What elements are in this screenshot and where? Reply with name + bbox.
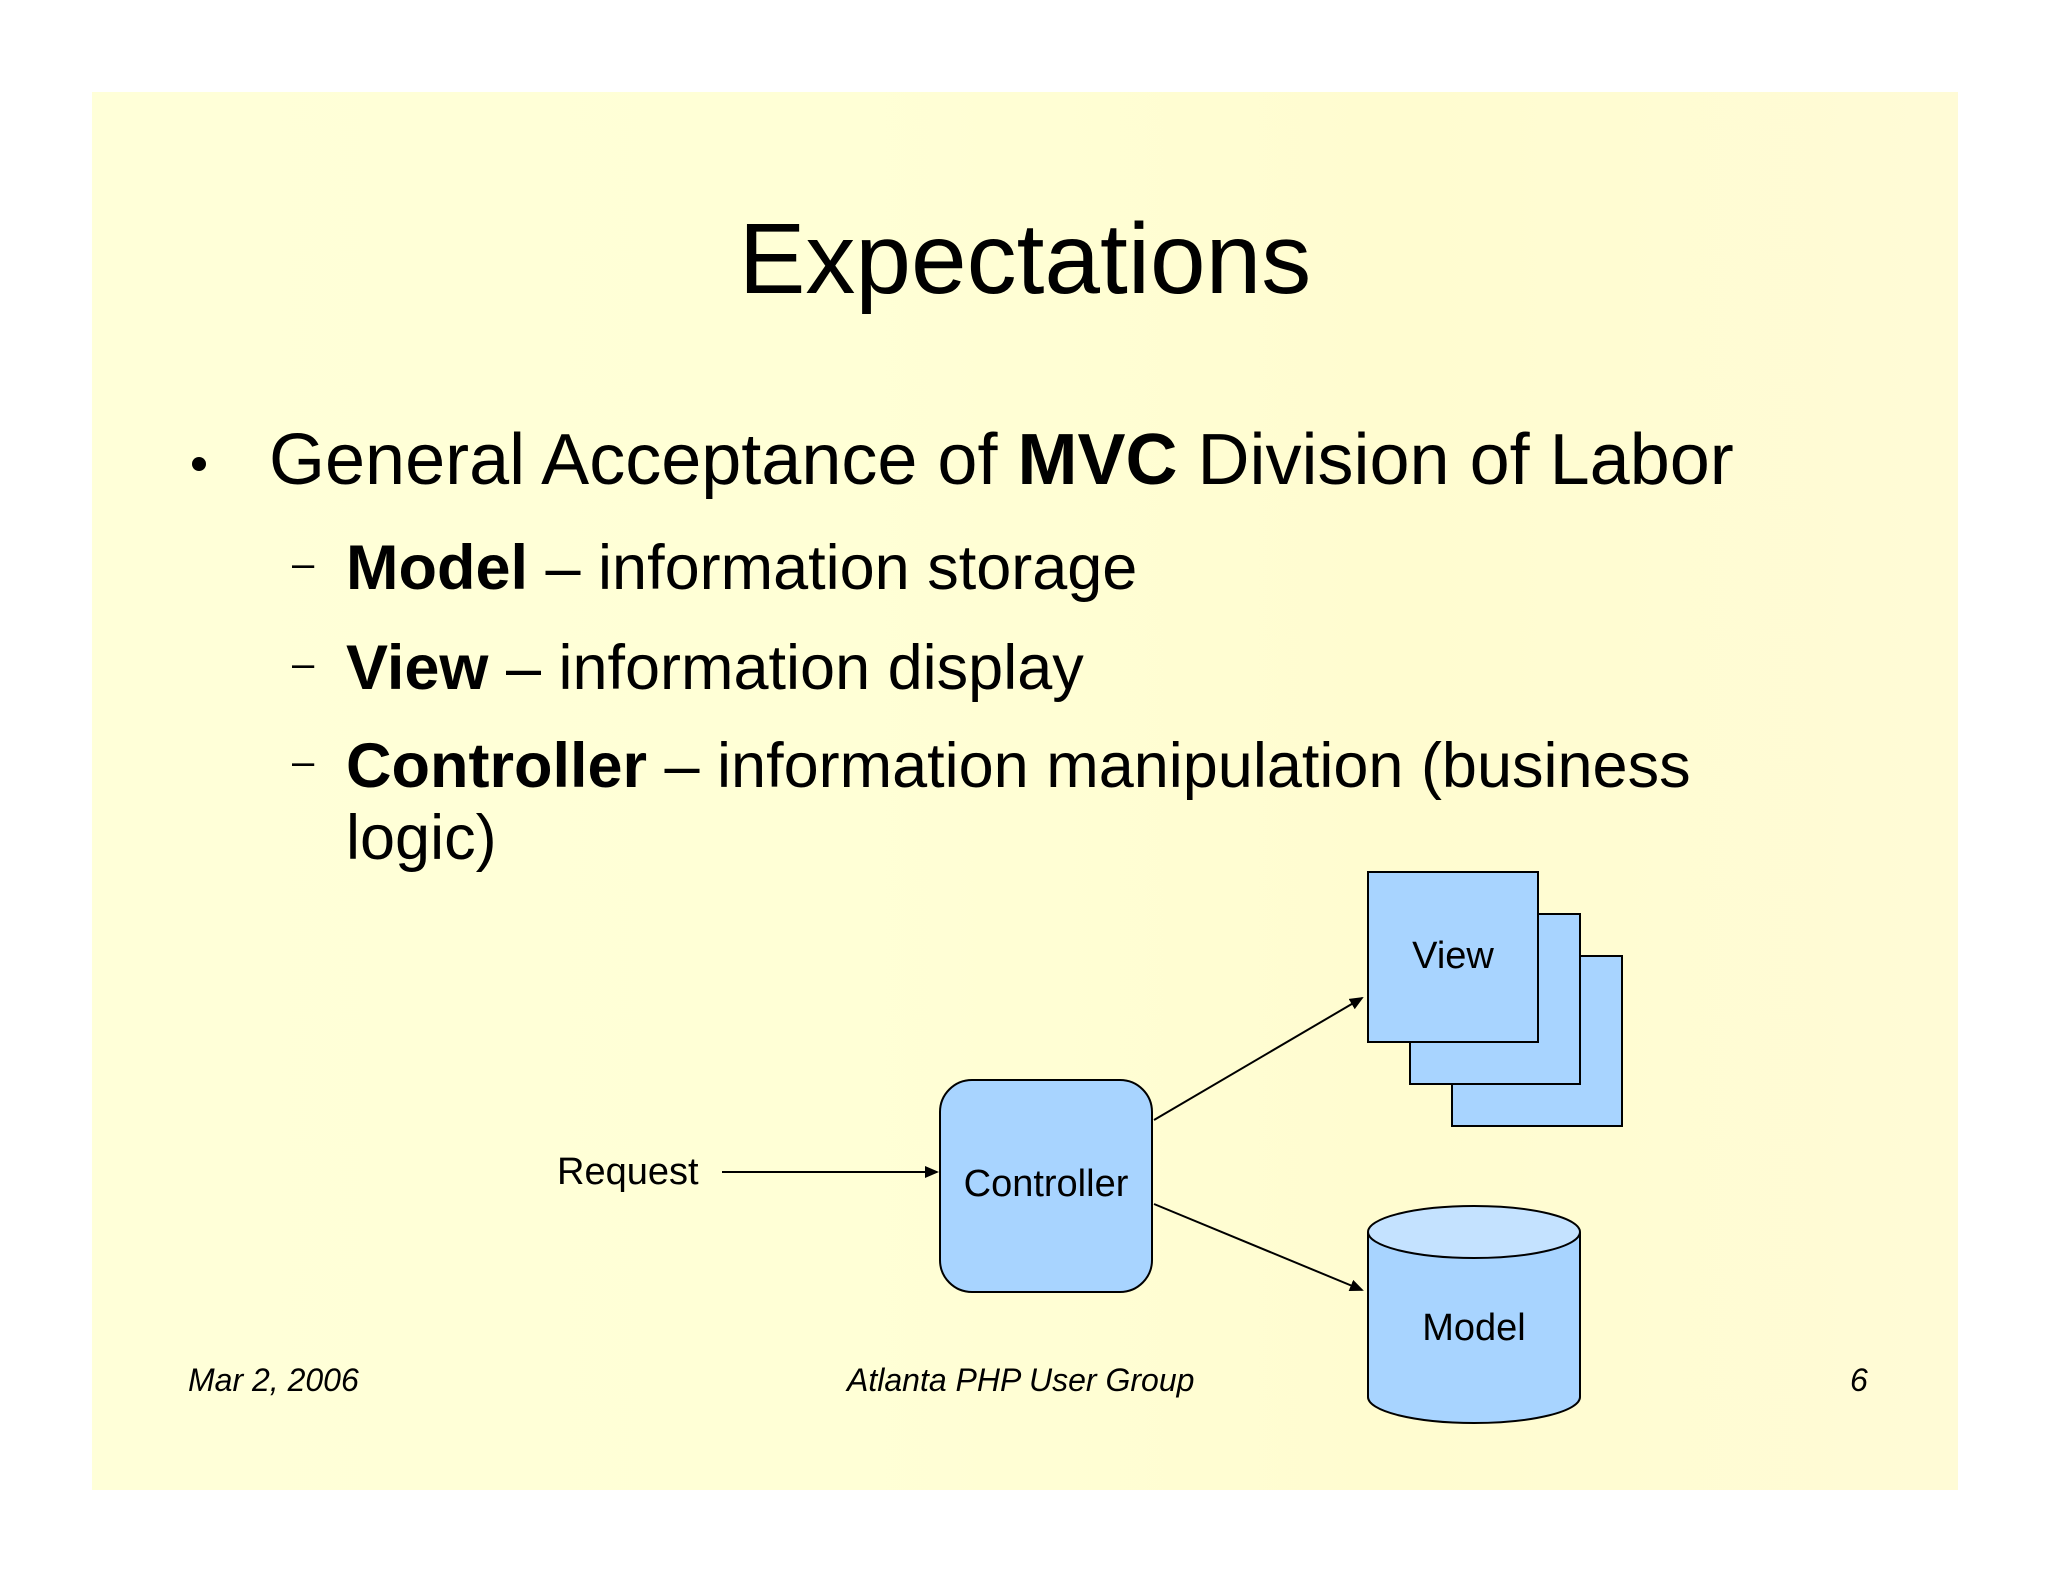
slide: Expectations General Acceptance of MVC D… bbox=[92, 92, 1958, 1490]
view-label: View bbox=[1412, 935, 1494, 977]
request-label: Request bbox=[557, 1151, 699, 1193]
sub-bullet-bold: View bbox=[346, 633, 489, 703]
controller-to-model-arrow bbox=[1153, 1203, 1364, 1291]
sub-bullet-view: View – information display bbox=[346, 632, 1084, 704]
mvc-diagram: Request Controller View Model bbox=[557, 871, 1623, 1424]
model-cylinder-top bbox=[1367, 1205, 1581, 1259]
sub-bullet-text: – information storage bbox=[528, 533, 1138, 603]
controller-to-view-arrow bbox=[1153, 996, 1364, 1121]
view-box-front bbox=[1367, 871, 1539, 1043]
sub-bullet-dash-icon: – bbox=[292, 642, 315, 686]
model-label: Model bbox=[1422, 1307, 1526, 1349]
sub-bullet-model: Model – information storage bbox=[346, 532, 1137, 604]
sub-bullet-text: – information display bbox=[488, 633, 1084, 703]
sub-bullet-bold: Controller bbox=[346, 731, 648, 801]
sub-bullet-text: – information manipulation (business bbox=[647, 731, 1691, 801]
main-bullet-suffix: Division of Labor bbox=[1177, 420, 1734, 500]
sub-bullet-controller: Controller – information manipulation (b… bbox=[346, 730, 1691, 802]
sub-bullet-dash-icon: – bbox=[292, 542, 315, 586]
controller-box bbox=[939, 1079, 1153, 1293]
main-bullet-prefix: General Acceptance of bbox=[269, 420, 1018, 500]
bullet-dot-icon bbox=[192, 457, 206, 471]
sub-bullet-controller-cont: logic) bbox=[346, 803, 497, 873]
model-cylinder-body bbox=[1367, 1232, 1581, 1424]
main-bullet-bold: MVC bbox=[1017, 420, 1178, 500]
main-bullet: General Acceptance of MVC Division of La… bbox=[269, 424, 1734, 496]
footer-page-number: 6 bbox=[1850, 1362, 1868, 1398]
footer-date: Mar 2, 2006 bbox=[188, 1362, 359, 1398]
sub-bullet-dash-icon: – bbox=[292, 740, 315, 784]
slide-title: Expectations bbox=[738, 203, 1312, 315]
footer-center: Atlanta PHP User Group bbox=[847, 1362, 1195, 1398]
sub-bullet-bold: Model bbox=[346, 533, 528, 603]
controller-label: Controller bbox=[964, 1163, 1129, 1205]
